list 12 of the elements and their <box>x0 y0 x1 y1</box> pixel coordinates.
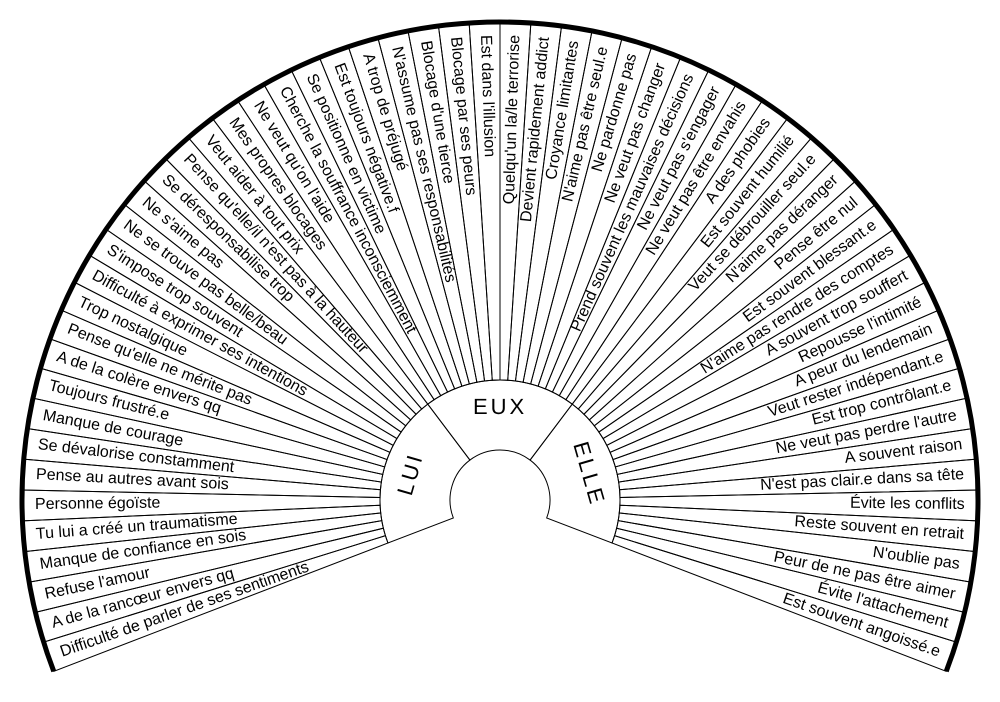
segment-label: Reste souvent en retrait <box>794 514 964 544</box>
inner-ring-sector <box>529 403 621 544</box>
group-label: ELLE <box>570 440 609 510</box>
segment-label: N'est pas clair.e dans sa tête <box>760 467 965 494</box>
segment-label: N'oublie pas <box>872 544 962 574</box>
segment-label: Est dans l'illusion <box>477 34 497 158</box>
inner-ring-sector <box>426 379 573 462</box>
group-label: LUI <box>394 450 428 498</box>
segment-label: Quelqu'un la/le terrorise <box>502 34 524 205</box>
segment-label: Évite les conflits <box>850 496 965 514</box>
group-label: EUX <box>473 396 528 418</box>
segment-label: Personne égoïste <box>34 496 161 514</box>
